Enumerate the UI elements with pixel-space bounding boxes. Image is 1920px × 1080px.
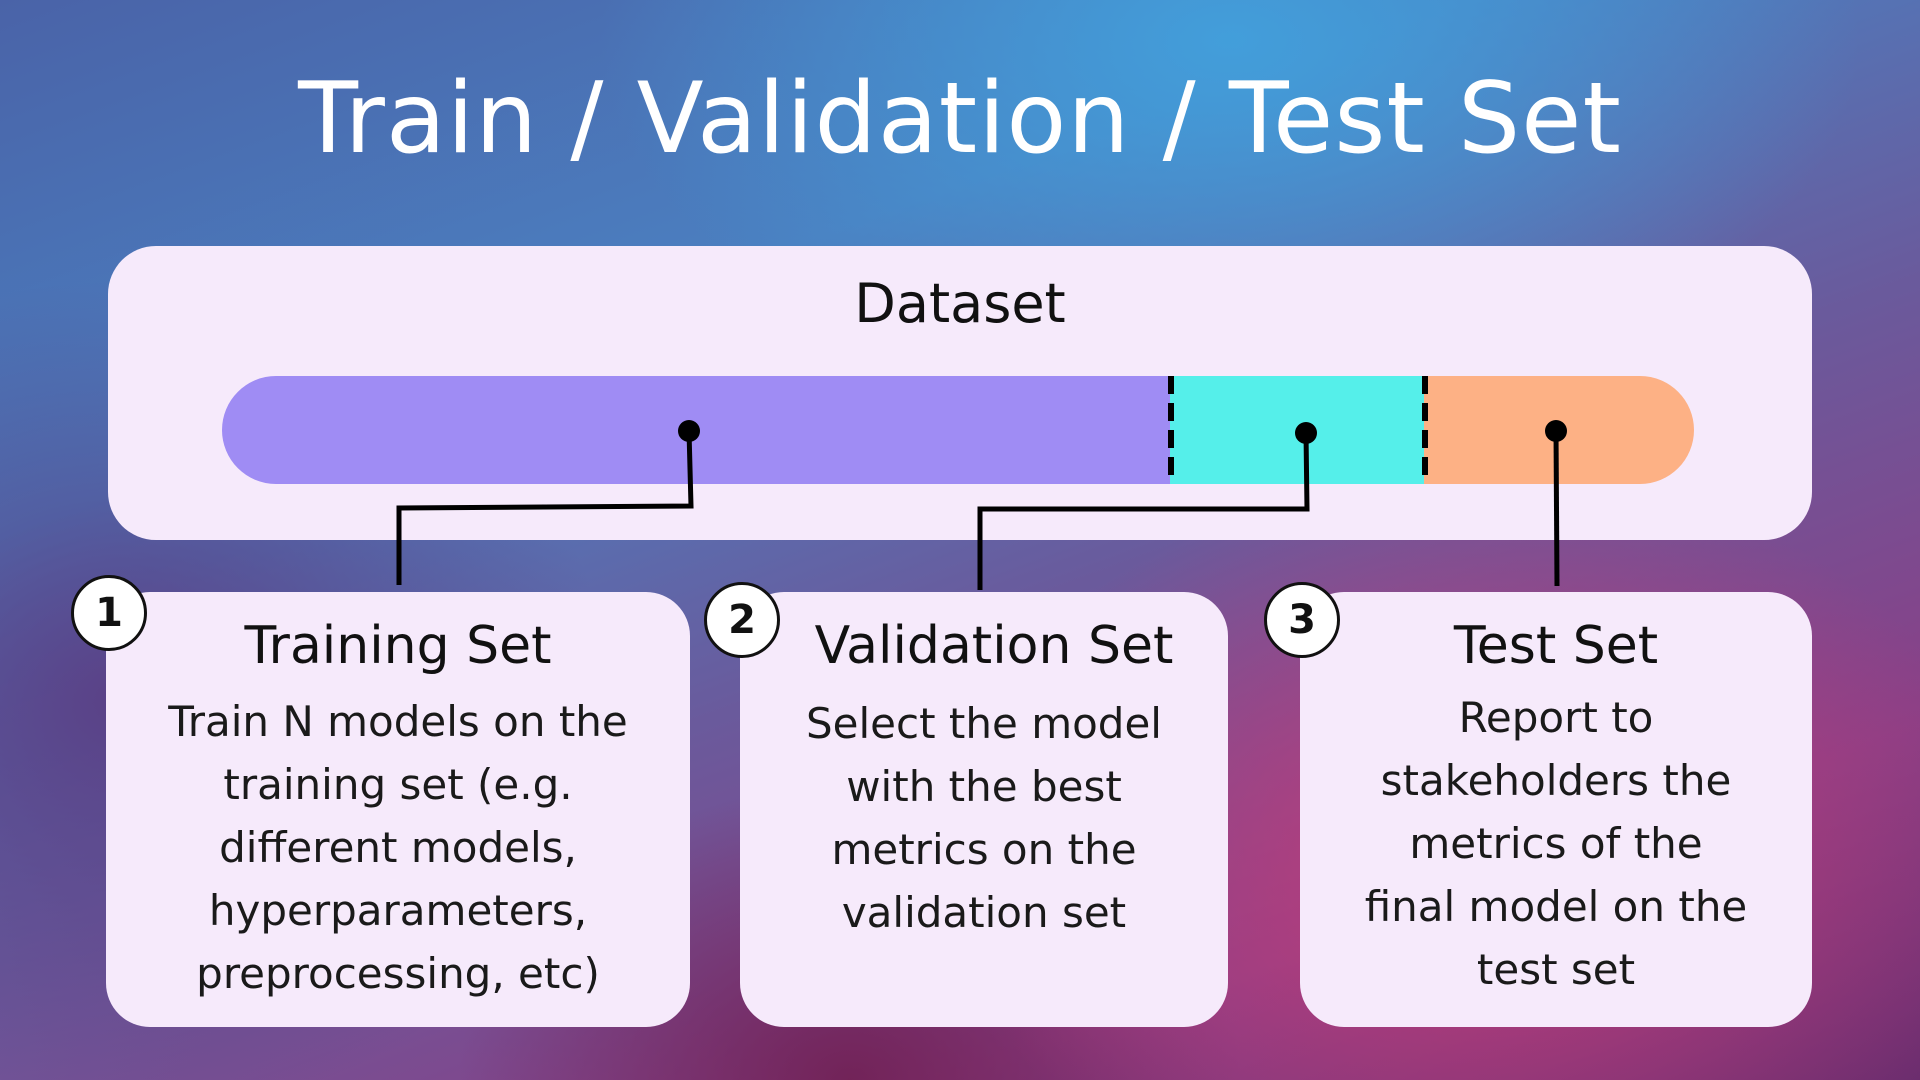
- test-segment: [1424, 376, 1694, 484]
- validation-set-title: Validation Set: [814, 616, 1174, 676]
- training-set-title: Training Set: [244, 616, 552, 676]
- page-title: Train / Validation / Test Set: [298, 62, 1622, 176]
- validation-segment: [1170, 376, 1426, 484]
- step-1-badge: 1: [71, 575, 147, 651]
- validation-set-description: Select the model with the best metrics o…: [806, 699, 1162, 937]
- step-3-badge: 3: [1264, 582, 1340, 658]
- dataset-label: Dataset: [854, 272, 1066, 335]
- validation-set-card: Validation Set Select the model with the…: [740, 592, 1228, 1027]
- test-set-card: Test Set Report to stakeholders the metr…: [1300, 592, 1812, 1027]
- test-set-description: Report to stakeholders the metrics of th…: [1364, 693, 1748, 994]
- training-set-description: Train N models on the training set (e.g.…: [168, 697, 628, 998]
- test-set-title: Test Set: [1453, 616, 1659, 676]
- step-2-badge: 2: [704, 582, 780, 658]
- training-segment: [222, 376, 1172, 484]
- training-set-card: Training Set Train N models on the train…: [106, 592, 690, 1027]
